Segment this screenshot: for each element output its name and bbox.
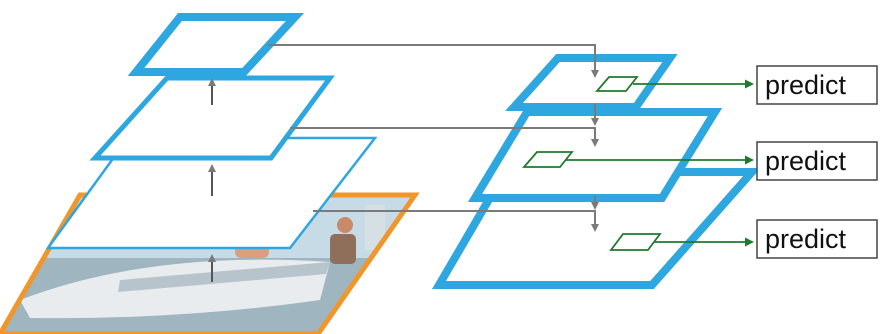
lateral-arrow-3 (313, 210, 599, 232)
predict-label-3: predict (765, 224, 847, 254)
pyramid-level-2 (89, 75, 335, 161)
bottom-up-pyramid (45, 13, 378, 282)
lateral-arrow-2 (290, 127, 599, 147)
predict-label-2: predict (765, 146, 847, 176)
predict-arrows (566, 79, 754, 247)
top-down-level-2 (467, 108, 723, 202)
lateral-arrow-1 (268, 44, 599, 78)
predict-box-3: predict (756, 219, 878, 259)
top-down-pyramid (432, 54, 761, 289)
predict-box-2: predict (756, 141, 878, 181)
anchor-box-2 (522, 151, 574, 168)
pyramid-level-3 (127, 13, 305, 76)
predict-label-1: predict (765, 70, 847, 100)
anchor-box-1 (595, 76, 639, 92)
top-down-level-1 (505, 54, 678, 111)
lateral-connections (268, 44, 599, 232)
anchor-box-3 (609, 233, 662, 251)
predict-box-1: predict (756, 65, 878, 105)
